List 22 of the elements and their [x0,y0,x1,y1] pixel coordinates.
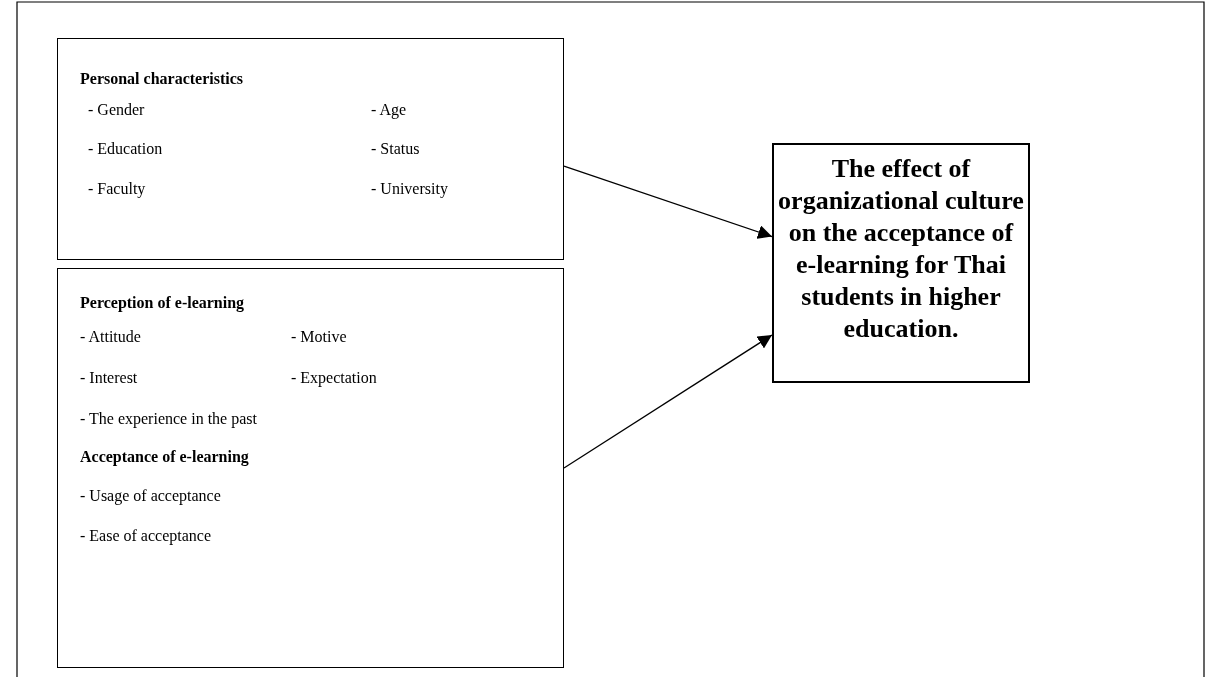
list-item: - Education [88,139,163,159]
list-item: - Gender [88,100,145,120]
list-box [57,268,564,668]
outcome-box [772,143,1030,383]
list-item: - Attitude [80,327,141,347]
list-item: - Age [371,100,407,120]
arrow [563,334,773,469]
list-box [57,38,564,260]
section-heading: Acceptance of e-learning [80,447,249,467]
list-item: - Interest [80,368,138,388]
list-item: - Motive [291,327,347,347]
list-item: - Faculty [88,179,146,199]
list-item: - The experience in the past [80,409,257,429]
outcome-text: The effect of organizational culture on the acceptance of e-learning for Thai students in higher education. [777,153,1025,345]
list-item: - Status [371,139,420,159]
list-item: - University [371,179,448,199]
section-heading: Personal characteristics [80,69,244,89]
arrow [563,165,773,239]
list-item: - Usage of acceptance [80,486,221,506]
list-item: - Ease of acceptance [80,526,211,546]
section-heading: Perception of e-learning [80,293,245,313]
list-item: - Expectation [291,368,377,388]
